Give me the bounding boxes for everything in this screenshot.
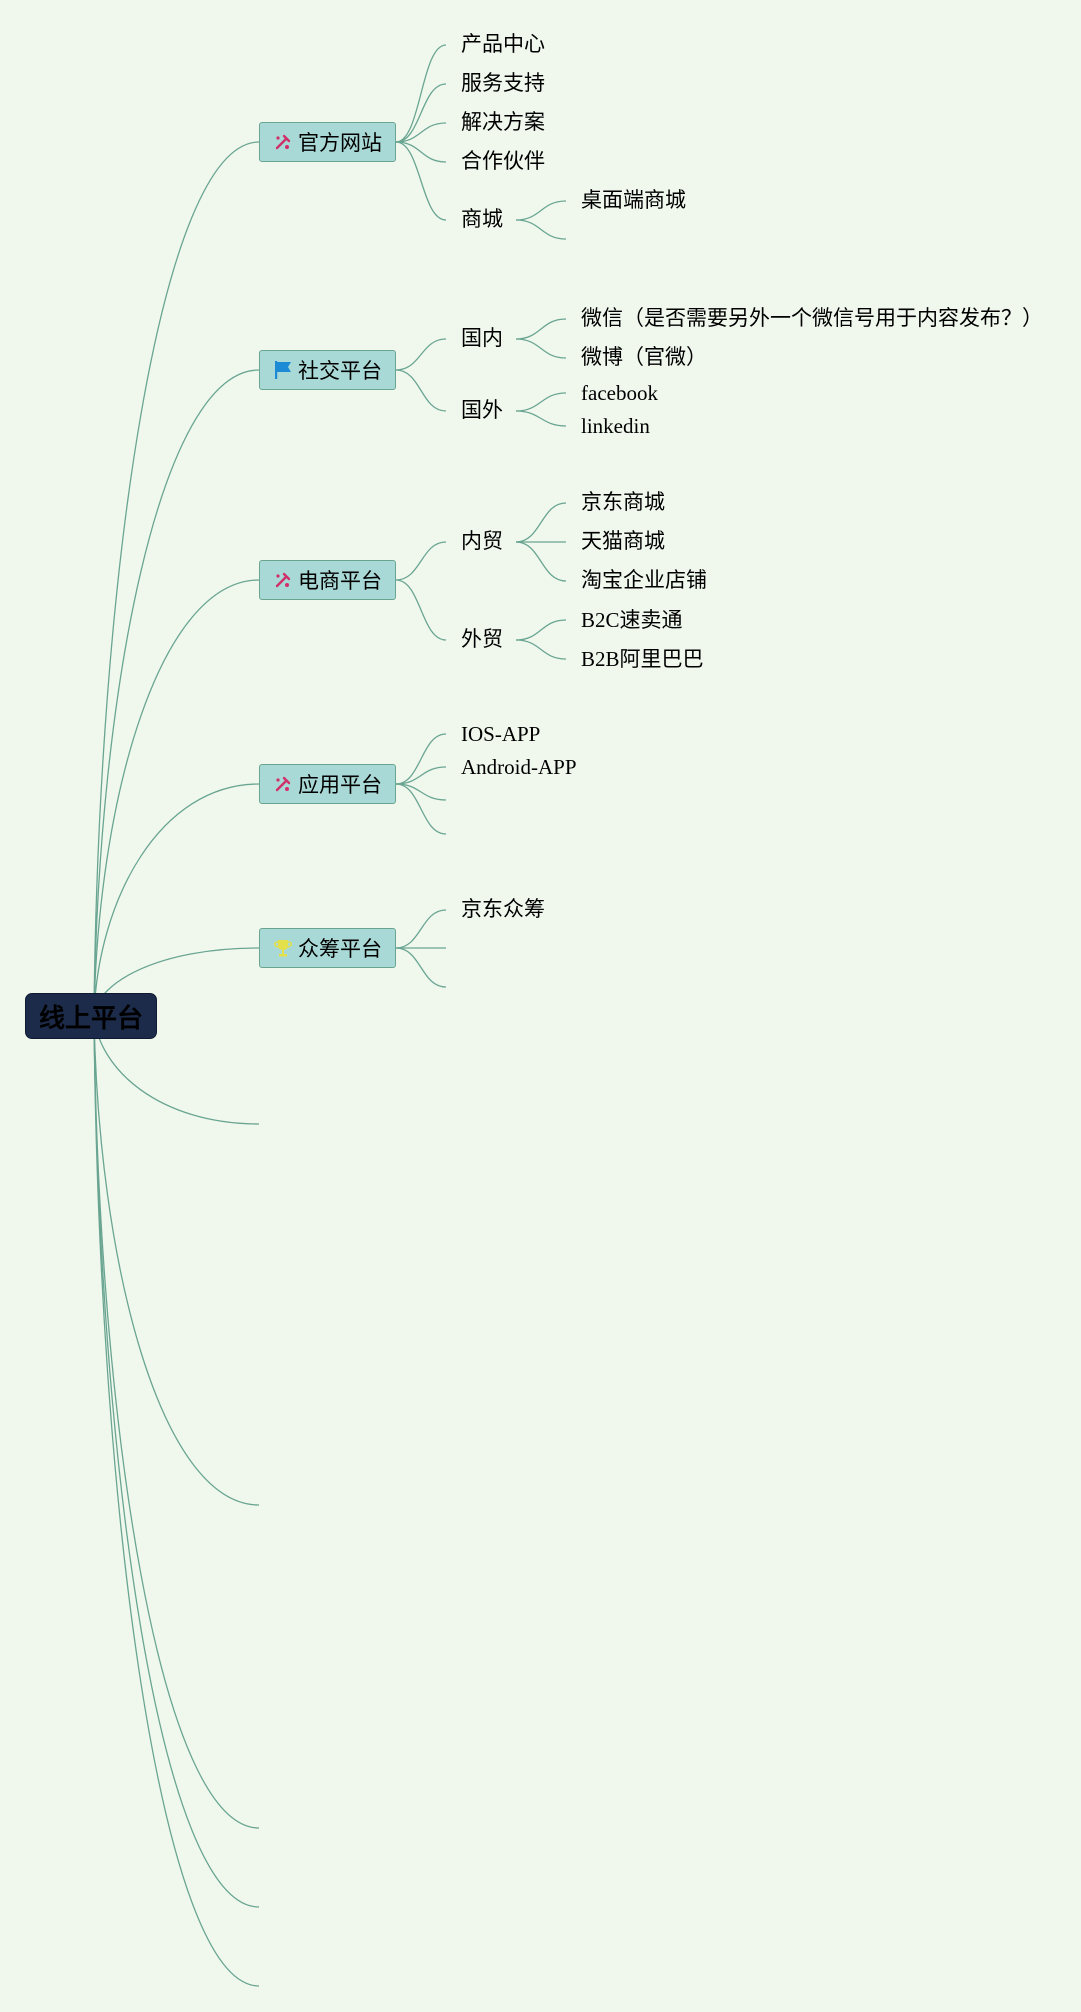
root-connector-ecommerce [93,579,260,1016]
node-overseas[interactable]: 国外 [461,399,503,422]
node-facebook[interactable]: facebook [581,381,658,405]
branch-connector [395,541,447,581]
branch-ecommerce-platform[interactable]: 电商平台 [259,560,396,600]
node-wechat[interactable]: 微信（是否需要另外一个微信号用于内容发布？） [581,307,1043,330]
node-solutions[interactable]: 解决方案 [461,111,545,134]
root-connector-empty [93,1014,260,1987]
node-jd-crowdfunding[interactable]: 京东众筹 [461,898,545,921]
root-node[interactable]: 线上平台 [25,993,157,1039]
leaf-connector [515,392,567,412]
branch-connector [395,369,447,412]
branch-connector [395,579,447,641]
node-aliexpress[interactable]: B2C速卖通 [581,608,683,632]
branch-official-site[interactable]: 官方网站 [259,122,396,162]
branch-connector [395,783,447,835]
branch-app-platform[interactable]: 应用平台 [259,764,396,804]
branch-connector [395,766,447,785]
branch-connector [395,338,447,371]
node-product-center[interactable]: 产品中心 [461,33,545,56]
branch-connector [395,947,447,988]
branch-connector [395,909,447,949]
root-connector-app [93,783,260,1016]
tools-icon [273,774,293,794]
tools-icon [273,570,293,590]
root-connector-empty [93,1014,260,1829]
branch-connector [395,44,447,143]
node-ios-app[interactable]: IOS-APP [461,722,541,746]
leaf-connector [515,338,567,359]
node-domestic-trade[interactable]: 内贸 [461,530,503,553]
branch-connector [395,733,447,785]
leaf-connector [515,541,567,582]
node-tmall[interactable]: 天猫商城 [581,530,665,553]
node-weibo[interactable]: 微博（官微） [581,346,707,369]
leaf-connector [515,410,567,427]
flag-icon [273,360,293,380]
node-service-support[interactable]: 服务支持 [461,72,545,95]
branch-crowdfunding-platform[interactable]: 众筹平台 [259,928,396,968]
node-alibaba[interactable]: B2B阿里巴巴 [581,647,704,671]
branch-connector [395,141,447,163]
branch-connector [395,141,447,221]
branch-social-platform[interactable]: 社交平台 [259,350,396,390]
tools-icon [273,132,293,152]
root-connector-empty [93,1014,260,1506]
node-foreign-trade[interactable]: 外贸 [461,628,503,651]
root-connector-empty [93,1014,260,1908]
root-connector-official [93,141,260,1016]
branch-label: 社交平台 [298,360,382,383]
root-connector-social [93,369,260,1016]
leaf-connector [515,619,567,641]
leaf-connector [515,200,567,221]
node-android-app[interactable]: Android-APP [461,755,577,779]
root-label: 线上平台 [38,1002,143,1033]
node-partners[interactable]: 合作伙伴 [461,150,545,173]
node-taobao-store[interactable]: 淘宝企业店铺 [581,569,707,592]
branch-label: 官方网站 [298,132,382,155]
leaf-connector [515,318,567,340]
node-jd-mall[interactable]: 京东商城 [581,491,665,514]
leaf-connector [515,502,567,543]
node-linkedin[interactable]: linkedin [581,414,650,438]
node-domestic[interactable]: 国内 [461,327,503,350]
branch-connector [395,122,447,143]
branch-label: 众筹平台 [298,938,382,961]
node-mall[interactable]: 商城 [461,208,503,231]
leaf-connector [515,219,567,240]
branch-label: 电商平台 [298,570,382,593]
node-desktop-mall[interactable]: 桌面端商城 [581,189,686,212]
branch-connector [395,83,447,143]
leaf-connector [515,639,567,660]
trophy-icon [273,938,293,958]
branch-connector [395,783,447,801]
branch-label: 应用平台 [298,774,382,797]
